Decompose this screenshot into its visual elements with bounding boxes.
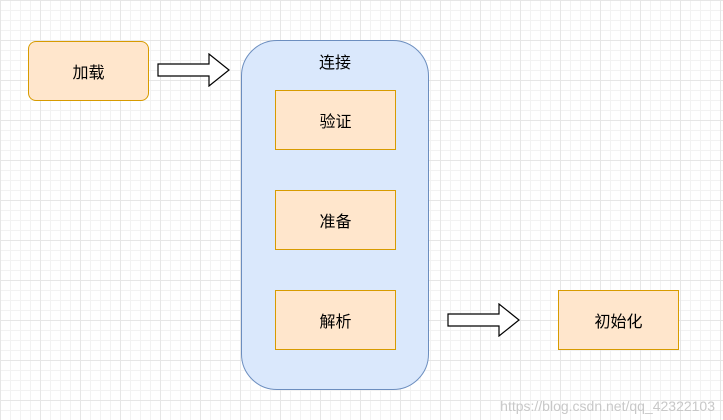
step-resolve-label: 解析 (319, 312, 352, 331)
link-title: 连接 (318, 53, 351, 72)
step-prepare: 准备 (275, 190, 396, 250)
step-resolve: 解析 (275, 290, 396, 350)
watermark-text: https://blog.csdn.net/qq_42322103 (500, 398, 715, 414)
arrow-load-to-link (157, 53, 230, 87)
arrow-link-to-init (447, 303, 520, 337)
step-verify-label: 验证 (319, 112, 352, 131)
init-label: 初始化 (594, 312, 643, 331)
arrow-link-to-init-shape (447, 303, 520, 337)
arrow-load-to-link-shape (157, 53, 230, 87)
init-node: 初始化 (558, 290, 679, 350)
load-label: 加载 (72, 63, 105, 82)
step-prepare-label: 准备 (319, 212, 352, 231)
load-node: 加载 (28, 41, 149, 101)
step-verify: 验证 (275, 90, 396, 150)
